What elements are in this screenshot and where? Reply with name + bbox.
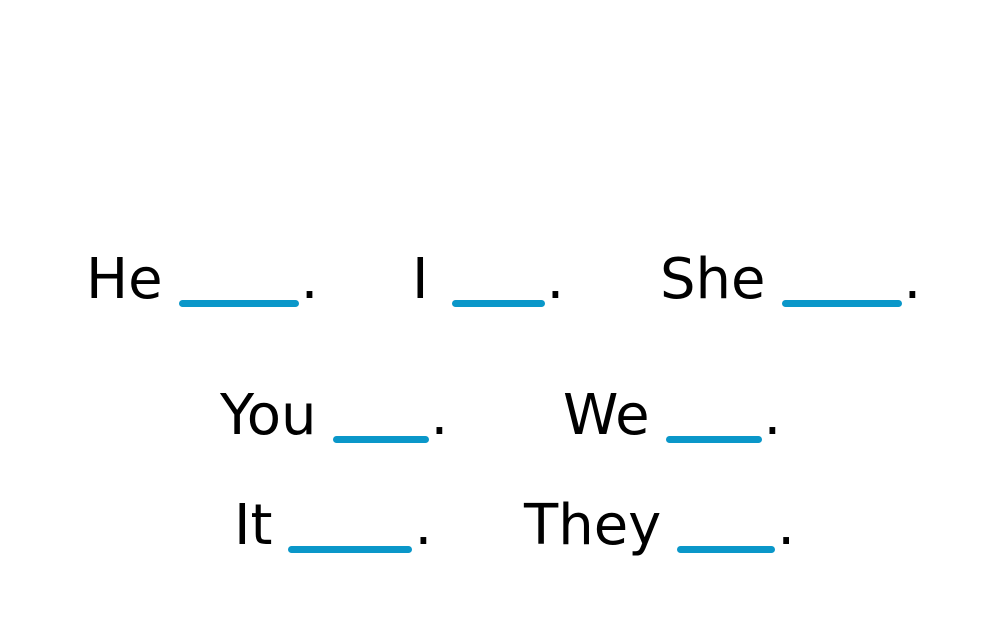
answer-blank-she[interactable] — [781, 300, 902, 307]
sentence-he: He . — [86, 248, 318, 312]
pronoun-it: It — [234, 493, 273, 558]
answer-blank-you[interactable] — [332, 436, 429, 443]
pronoun-they: They — [524, 493, 662, 558]
sentence-she: She . — [660, 248, 921, 312]
pronoun-she: She — [660, 247, 766, 312]
answer-blank-it[interactable] — [288, 546, 413, 553]
sentence-we: We . — [563, 384, 781, 448]
answer-blank-they[interactable] — [677, 546, 776, 553]
period: . — [430, 383, 449, 448]
pronoun-we: We — [563, 383, 650, 448]
answer-blank-we[interactable] — [665, 436, 762, 443]
sentence-they: They . — [524, 494, 795, 558]
period: . — [777, 493, 796, 558]
answer-blank-he[interactable] — [178, 300, 299, 307]
answer-blank-i[interactable] — [451, 300, 545, 307]
sentence-it: It . — [234, 494, 432, 558]
pronoun-you: You — [220, 383, 317, 448]
pronoun-he: He — [86, 247, 163, 312]
sentence-i: I . — [412, 248, 564, 312]
pronoun-i: I — [412, 247, 429, 312]
period: . — [546, 247, 565, 312]
period: . — [414, 493, 433, 558]
sentence-you: You . — [220, 384, 448, 448]
period: . — [903, 247, 922, 312]
period: . — [763, 383, 782, 448]
period: . — [300, 247, 319, 312]
